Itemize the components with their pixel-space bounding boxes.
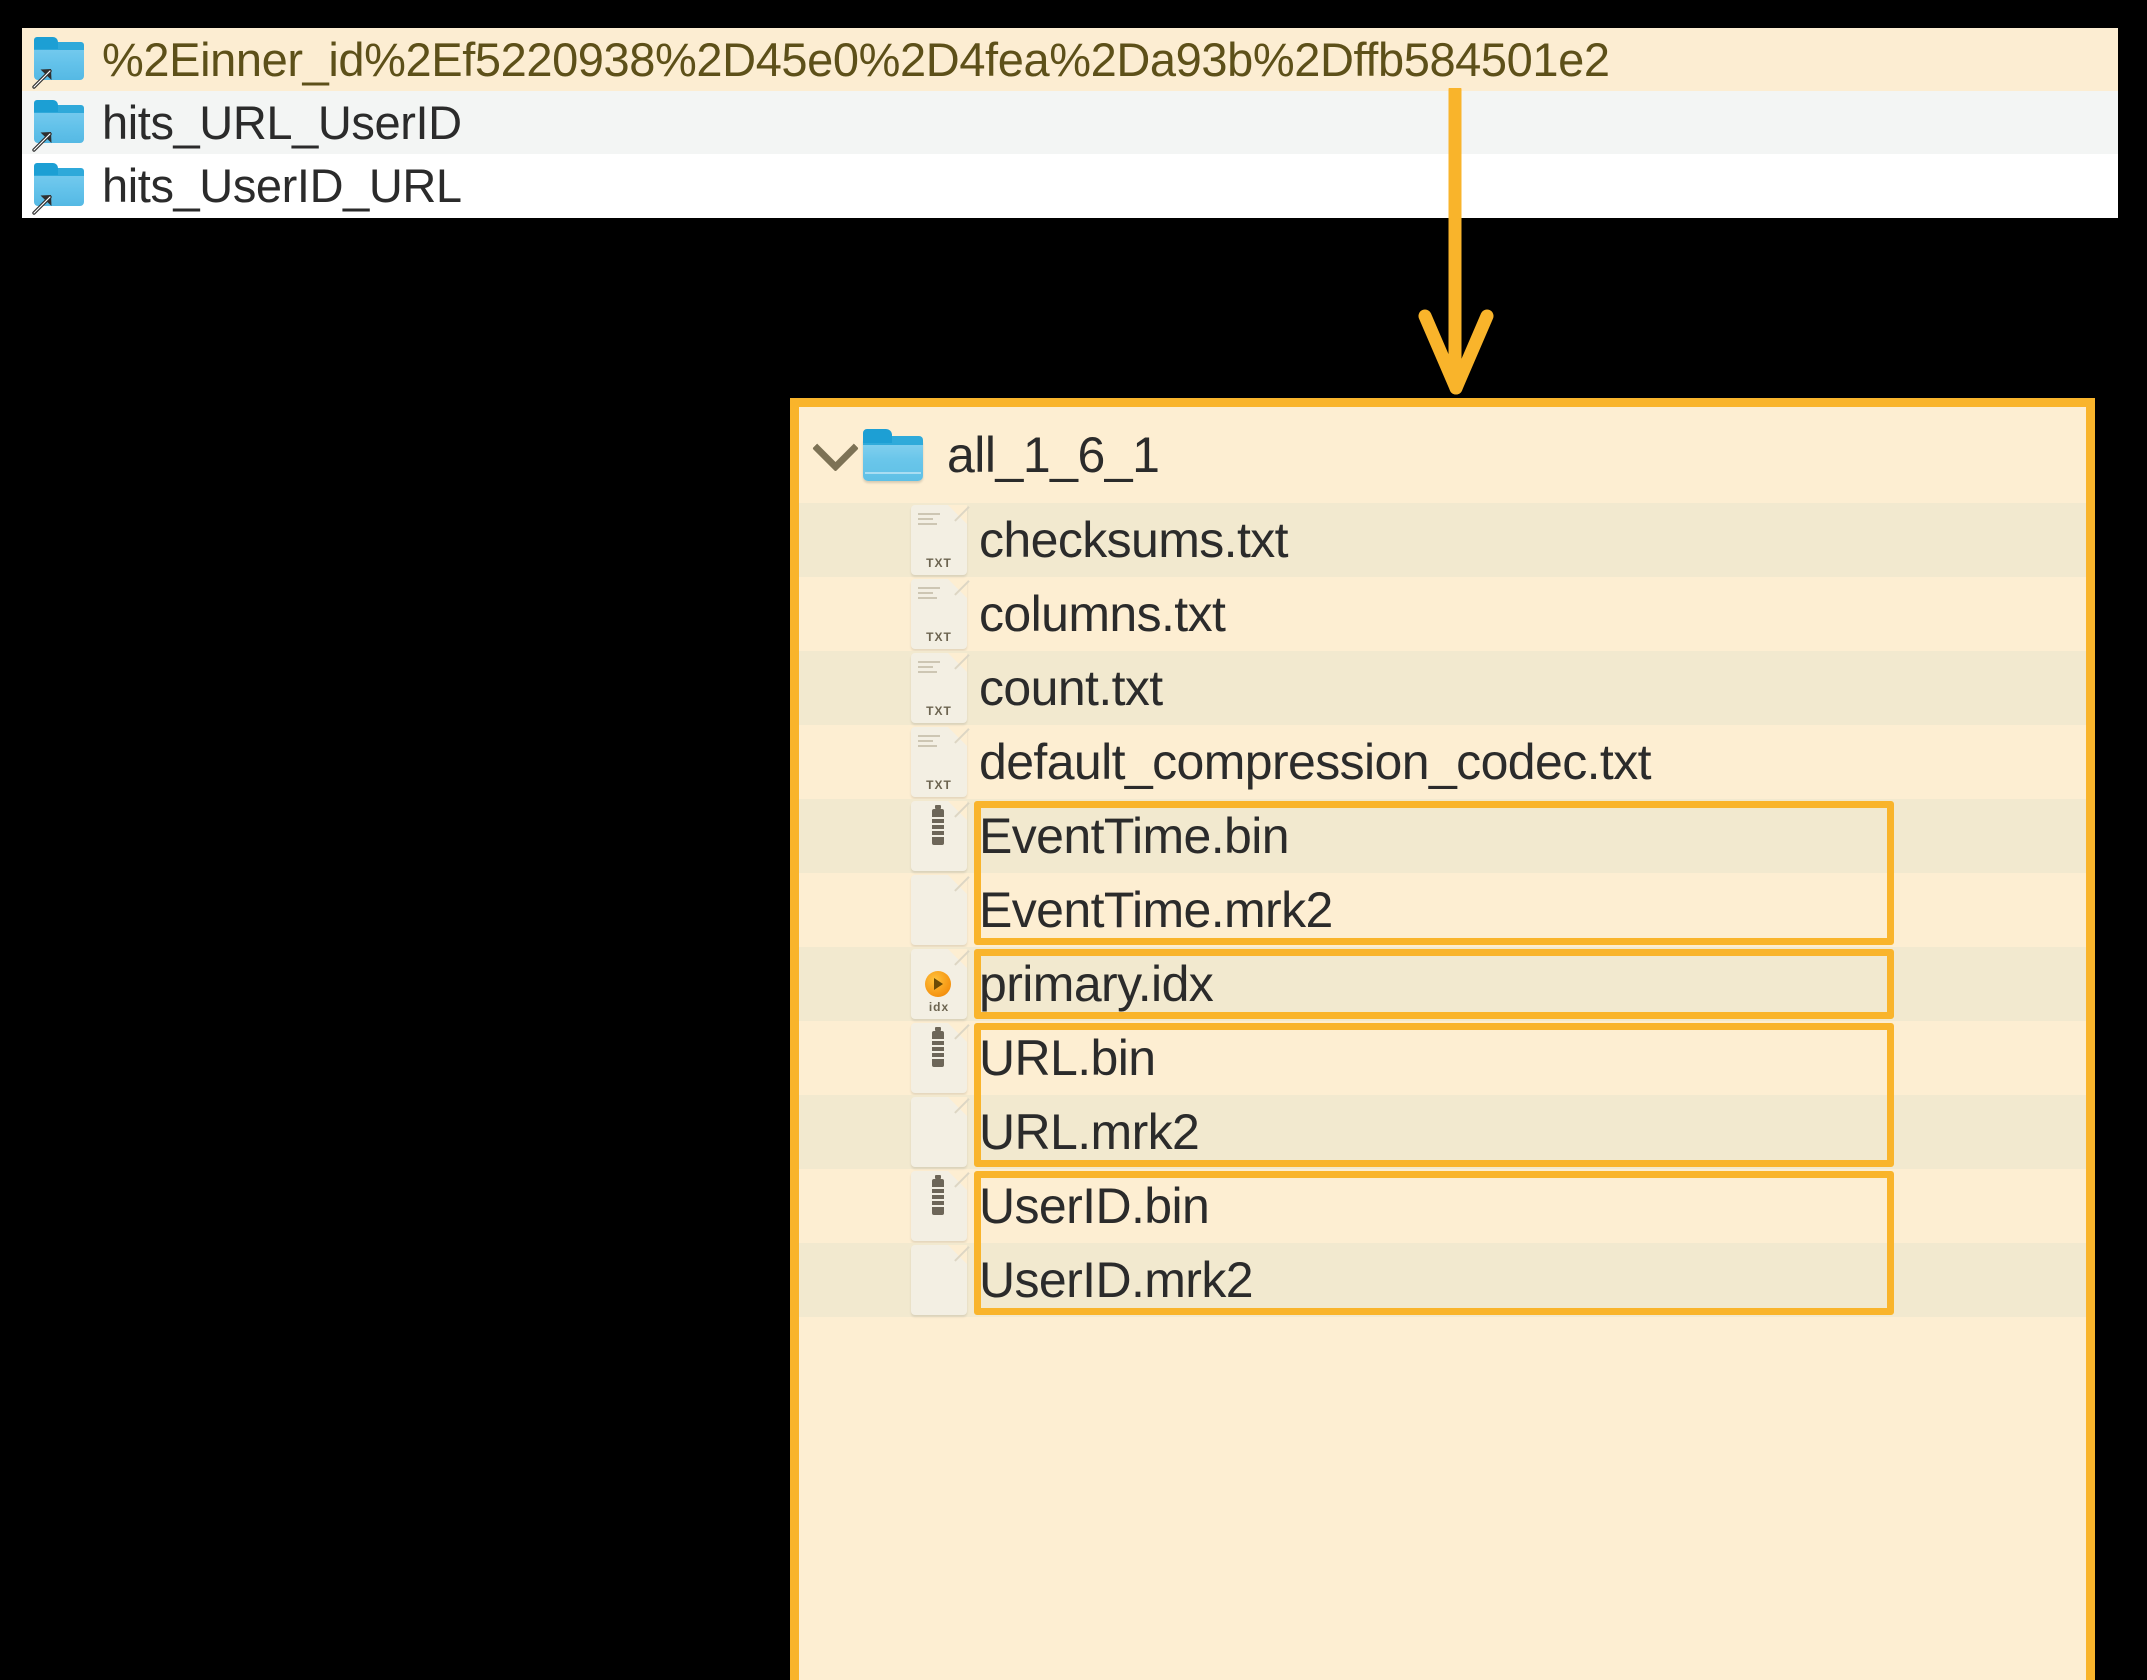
binary-chip-icon — [932, 1027, 944, 1067]
list-item[interactable]: %2Einner_id%2Ef5220938%2D45e0%2D4fea%2Da… — [22, 28, 2118, 91]
file-name-label: UserID.mrk2 — [979, 1252, 1254, 1308]
tree-folder-row[interactable]: all_1_6_1 — [799, 407, 2086, 503]
file-name-label: EventTime.bin — [979, 808, 1290, 864]
folder-symlink-icon — [32, 161, 88, 215]
folder-icon — [861, 427, 927, 483]
bin-file-icon — [911, 1009, 970, 1093]
symlink-arrow-icon — [32, 68, 52, 89]
file-name-label: UserID.bin — [979, 1178, 1210, 1234]
file-name-label: URL.mrk2 — [979, 1104, 1200, 1160]
tree-file-row[interactable]: URL.bin — [799, 1009, 2086, 1095]
bin-file-icon — [911, 1157, 970, 1241]
symlink-arrow-icon — [32, 131, 52, 152]
txt-file-icon: TXT — [911, 639, 970, 723]
idx-file-icon: idx — [911, 935, 970, 1019]
list-item[interactable]: hits_UserID_URL — [22, 154, 2118, 217]
row-stripe — [799, 651, 2086, 725]
row-stripe — [799, 799, 2086, 873]
row-stripe — [799, 947, 2086, 1021]
txt-file-icon: TXT — [911, 565, 970, 649]
folder-symlink-icon — [32, 98, 88, 152]
doc-lines-icon — [918, 735, 940, 750]
list-item[interactable]: hits_URL_UserID — [22, 91, 2118, 154]
mrk2-file-icon — [911, 1083, 970, 1167]
file-name-label: default_compression_codec.txt — [979, 734, 1651, 790]
row-stripe — [799, 1243, 2086, 1317]
file-name-label: checksums.txt — [979, 512, 1289, 568]
play-disc-icon — [925, 971, 951, 997]
folder-symlink-icon — [32, 35, 88, 89]
binary-chip-icon — [932, 805, 944, 845]
mrk2-file-icon — [911, 861, 970, 945]
file-name-label: columns.txt — [979, 586, 1226, 642]
tree-file-row[interactable]: UserID.bin — [799, 1157, 2086, 1243]
binary-chip-icon — [932, 1175, 944, 1215]
file-name-label: URL.bin — [979, 1030, 1156, 1086]
file-name-label: primary.idx — [979, 956, 1214, 1012]
doc-lines-icon — [918, 661, 940, 676]
list-item-label: %2Einner_id%2Ef5220938%2D45e0%2D4fea%2Da… — [102, 33, 1610, 86]
tree-file-row[interactable]: EventTime.mrk2 — [799, 861, 2086, 947]
txt-file-icon: TXT — [911, 713, 970, 797]
txt-file-icon: TXT — [911, 491, 970, 575]
doc-lines-icon — [918, 587, 940, 602]
list-item-label: hits_URL_UserID — [102, 96, 462, 149]
folder-name-label: all_1_6_1 — [947, 427, 1160, 483]
bin-file-icon — [911, 787, 970, 871]
file-name-label: EventTime.mrk2 — [979, 882, 1333, 938]
file-name-label: count.txt — [979, 660, 1163, 716]
list-item-label: hits_UserID_URL — [102, 159, 462, 212]
row-stripe — [799, 1095, 2086, 1169]
folder-list-panel: %2Einner_id%2Ef5220938%2D45e0%2D4fea%2Da… — [22, 28, 2118, 218]
symlink-arrow-icon — [32, 194, 52, 215]
tree-file-row[interactable]: URL.mrk2 — [799, 1083, 2086, 1169]
tree-file-row[interactable]: UserID.mrk2 — [799, 1231, 2086, 1317]
mrk2-file-icon — [911, 1231, 970, 1315]
doc-lines-icon — [918, 513, 940, 528]
row-stripe — [799, 503, 2086, 577]
chevron-down-icon[interactable] — [809, 424, 861, 472]
tree-file-row[interactable]: EventTime.bin — [799, 787, 2086, 873]
